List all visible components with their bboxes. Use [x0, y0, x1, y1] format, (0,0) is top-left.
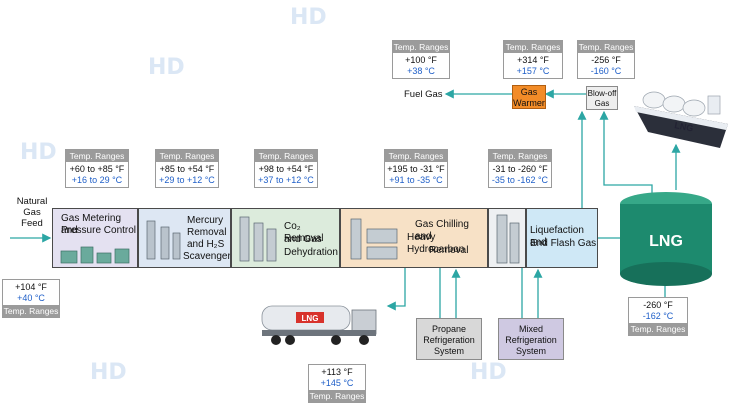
watermark-logo: HD — [20, 140, 57, 165]
watermark-logo: HD — [290, 5, 327, 30]
watermark-logo: HD — [148, 55, 185, 80]
stage-temp-box: Temp. Ranges-31 to -260 °F-35 to -162 °C — [488, 149, 552, 188]
stage-temp-box: Temp. Ranges+85 to +54 °F+29 to +12 °C — [155, 149, 219, 188]
lng-tank-image: LNG — [620, 192, 712, 286]
feed-temp-footer: Temp. Ranges — [3, 305, 59, 317]
ship-label: LNG — [674, 120, 695, 133]
stage-temp-box: Temp. Ranges+195 to -31 °F+91 to -35 °C — [384, 149, 448, 188]
watermark-logo: HD — [90, 360, 127, 385]
stage-mercury-removal: Mercury Removal and H₂S Scavenger — [138, 208, 231, 268]
fuel-gas-label: Fuel Gas — [404, 89, 443, 100]
stage-liquefaction: Liquefaction and End Flash Gas — [526, 208, 598, 268]
stage-temp-box: Temp. Ranges+98 to +54 °F+37 to +12 °C — [254, 149, 318, 188]
stage-gas-metering: Gas Metering and Pressure Control — [52, 208, 138, 268]
feed-temp-f: +104 °F — [15, 282, 47, 292]
feed-temp-c: +40 °C — [17, 293, 45, 303]
stage-liquefaction-image — [488, 208, 526, 268]
fuel-gas-temp-box: Temp. Ranges+100 °F+38 °C — [392, 40, 450, 79]
feed-temp-box: +104 °F +40 °C Temp. Ranges — [2, 279, 60, 318]
stage-gas-chilling: Gas Chilling and Heavy Hydrocarbon Remov… — [340, 208, 488, 268]
watermark-logo: HD — [470, 360, 507, 385]
lng-ship-image: LNG — [634, 91, 728, 148]
tank-label: LNG — [649, 233, 683, 250]
truck-label: LNG — [302, 314, 319, 323]
stage-co2-removal: Co₂ Removal and Gas Dehydration — [231, 208, 340, 268]
lng-truck-image: LNG — [261, 305, 377, 345]
blow-off-temp-box: Temp. Ranges-256 °F-160 °C — [577, 40, 635, 79]
gas-warmer-temp-box: Temp. Ranges+314 °F+157 °C — [503, 40, 563, 79]
stage-temp-box: Temp. Ranges+60 to +85 °F+16 to 29 °C — [65, 149, 129, 188]
